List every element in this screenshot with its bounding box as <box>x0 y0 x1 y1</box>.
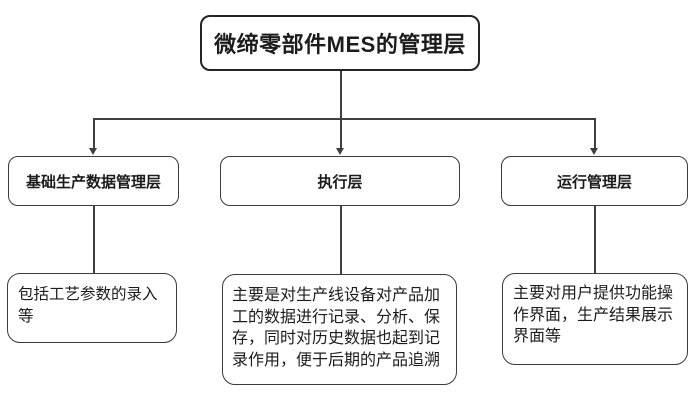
level2-node-label: 执行层 <box>317 173 363 191</box>
root-node-mes-management-layer: 微缔零部件MES的管理层 <box>200 15 480 71</box>
level2-node-basic-data-layer: 基础生产数据管理层 <box>8 156 179 206</box>
root-node-label: 微缔零部件MES的管理层 <box>214 32 466 57</box>
level3-node-text: 包括工艺参数的录入等 <box>18 286 158 325</box>
connector-basic-data-desc <box>93 206 95 273</box>
connector-operation-desc <box>594 206 596 273</box>
connector-branch-horizontal <box>93 118 595 120</box>
arrowhead-left-icon <box>89 148 98 155</box>
arrowhead-right-icon <box>590 148 599 155</box>
level3-node-operation-description: 主要对用户提供功能操作界面，生产结果展示界面等 <box>502 273 688 365</box>
level3-node-basic-data-description: 包括工艺参数的录入等 <box>7 273 177 343</box>
level3-node-execution-description: 主要是对生产线设备对产品加工的数据进行记录、分析、保存，同时对历史数据也起到记录… <box>222 274 457 385</box>
connector-root-vertical <box>340 71 342 150</box>
level3-node-text: 主要对用户提供功能操作界面，生产结果展示界面等 <box>513 285 674 345</box>
level2-node-label: 运行管理层 <box>556 173 632 191</box>
level2-node-execution-layer: 执行层 <box>220 156 460 206</box>
level3-node-text: 主要是对生产线设备对产品加工的数据进行记录、分析、保存，同时对历史数据也起到记录… <box>232 287 441 369</box>
connector-right-vertical <box>594 118 596 150</box>
arrowhead-center-icon <box>336 148 345 155</box>
level2-node-operation-layer: 运行管理层 <box>501 156 688 206</box>
level2-node-label: 基础生产数据管理层 <box>25 173 161 191</box>
connector-left-vertical <box>93 118 95 150</box>
connector-execution-desc <box>340 206 342 274</box>
